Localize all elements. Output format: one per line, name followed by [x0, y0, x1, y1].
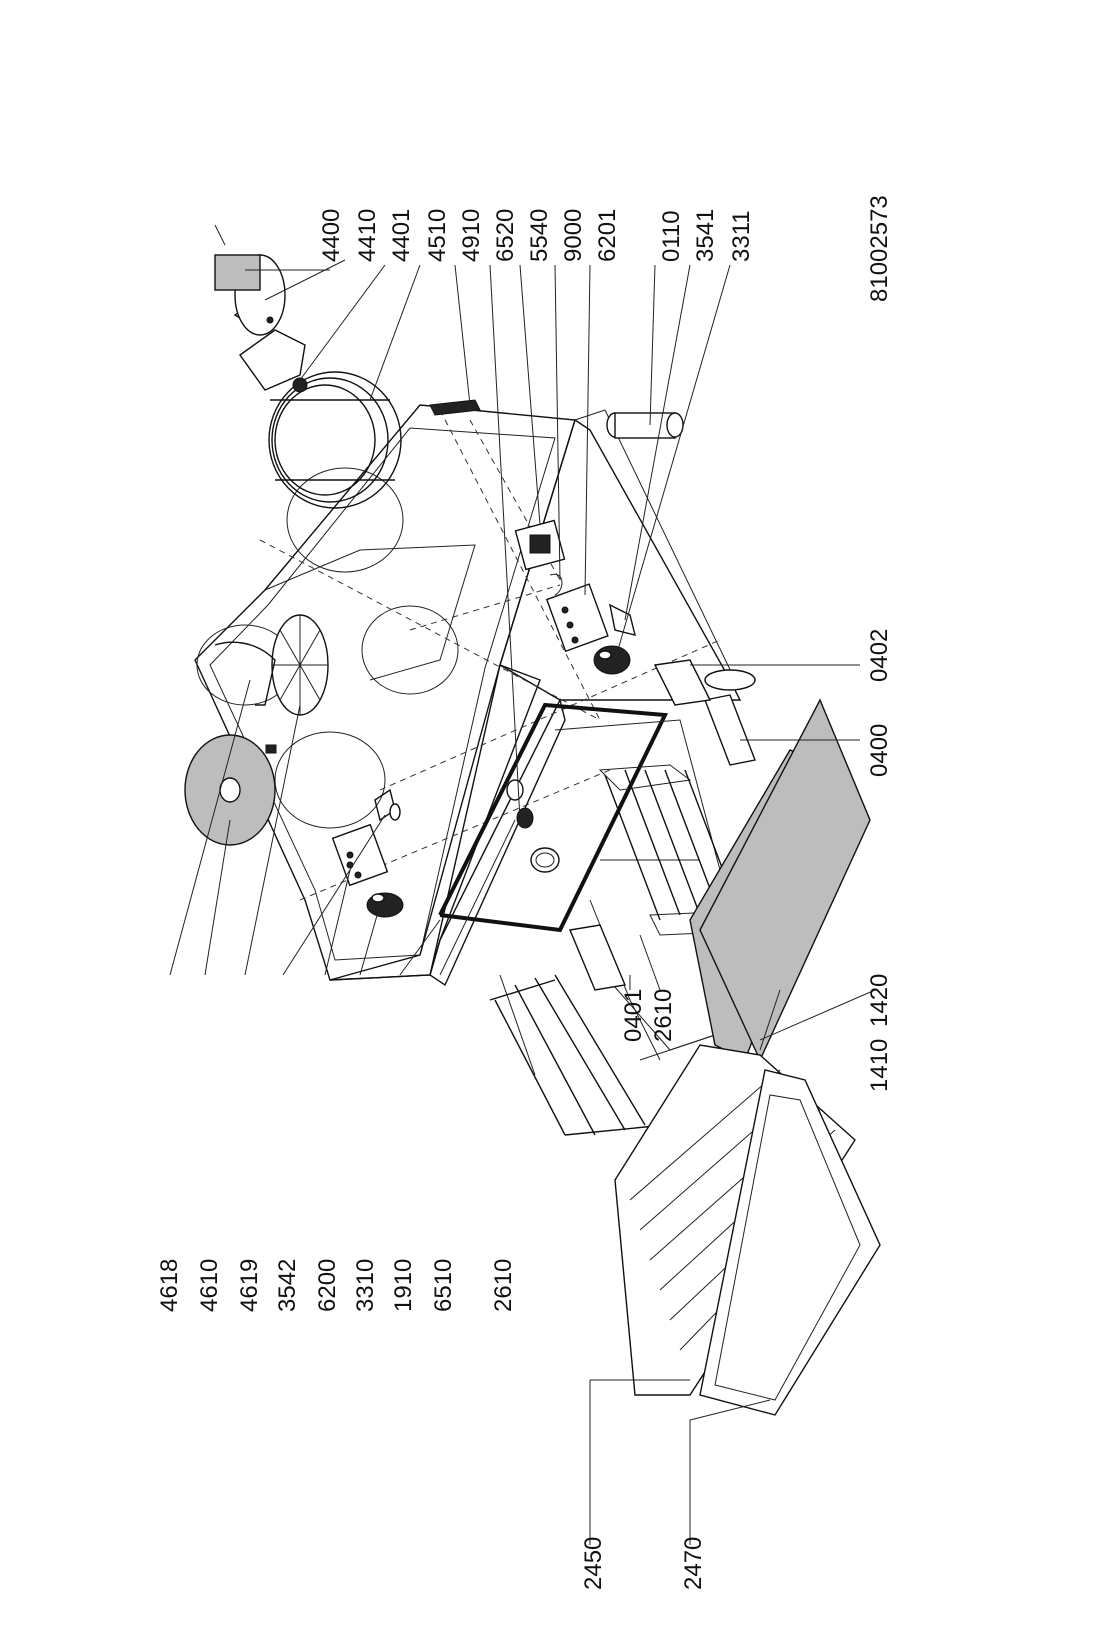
callout-3310: 3310	[352, 1258, 379, 1312]
bracket	[214, 641, 276, 706]
switches-right	[514, 519, 636, 675]
callout-4410: 4410	[354, 208, 381, 262]
pipe	[606, 412, 684, 439]
heating-ring	[268, 371, 402, 509]
callout-1420: 1420	[866, 973, 893, 1027]
callout-4400: 4400	[318, 208, 345, 262]
terminal-block	[429, 399, 481, 416]
callout-5540: 5540	[526, 208, 553, 262]
callout-2450: 2450	[580, 1536, 607, 1590]
hob-spider	[271, 614, 329, 716]
callout-4910: 4910	[458, 208, 485, 262]
callout-2610-right: 2610	[650, 988, 677, 1042]
assembly-lines	[259, 409, 721, 901]
door-gasket	[438, 702, 669, 933]
callout-6520: 6520	[492, 208, 519, 262]
side-rack-right	[598, 764, 771, 936]
callout-1410: 1410	[866, 1038, 893, 1092]
fan-assembly	[214, 224, 308, 393]
callout-0401: 0401	[620, 988, 647, 1042]
baking-tray	[699, 1069, 881, 1416]
callout-3311: 3311	[728, 210, 755, 262]
lamp-holder	[374, 788, 401, 822]
callout-2610-left: 2610	[490, 1258, 517, 1312]
glass-panels	[689, 698, 871, 1062]
callout-0402: 0402	[866, 628, 893, 682]
callout-6510: 6510	[430, 1258, 457, 1312]
callout-3542: 3542	[274, 1258, 301, 1312]
callout-3541: 3541	[692, 208, 719, 262]
hob-element	[184, 734, 277, 846]
callout-2470: 2470	[680, 1536, 707, 1590]
leader-lines	[169, 259, 876, 1545]
callout-6200: 6200	[314, 1258, 341, 1312]
callout-4618: 4618	[156, 1258, 183, 1312]
callout-4510: 4510	[424, 208, 451, 262]
drawing-number: 81002573	[866, 195, 893, 302]
switch-left	[331, 823, 404, 918]
callout-0400: 0400	[866, 723, 893, 777]
hinges	[569, 659, 756, 991]
callout-6201: 6201	[594, 208, 621, 262]
oven-lamp	[506, 779, 560, 873]
callout-9000: 9000	[560, 208, 587, 262]
callout-1910: 1910	[390, 1258, 417, 1312]
callout-4619: 4619	[236, 1258, 263, 1312]
callout-4401: 4401	[388, 208, 415, 262]
callout-0110: 0110	[658, 210, 685, 262]
callout-4610: 4610	[196, 1258, 223, 1312]
